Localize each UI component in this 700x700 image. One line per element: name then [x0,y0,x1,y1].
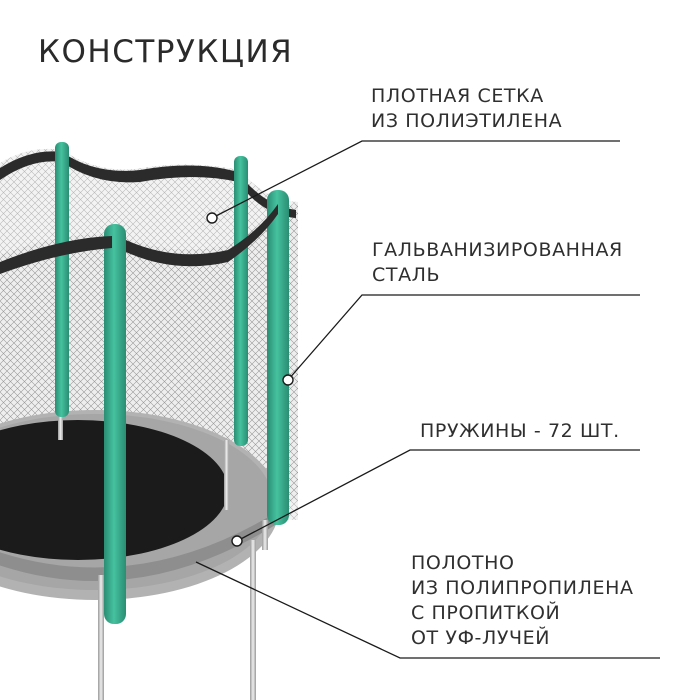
pole-padding [55,142,289,624]
marker-steel [282,374,294,386]
steel-legs [58,400,268,700]
net-top-band-front [0,236,112,274]
leader-springs [236,449,640,542]
pole-rear-2 [234,156,248,446]
callout-mat-line-3: С ПРОПИТКОЙ [411,602,561,624]
trampoline-bed [0,410,280,600]
callout-markers [206,212,294,547]
callout-mat-line-4: ОТ УФ-ЛУЧЕЙ [411,627,551,649]
marker-net [206,212,218,224]
pole-front-2 [267,190,289,525]
leader-lines [195,140,660,659]
leader-mat [195,561,660,659]
net-top-band-rear [0,151,296,218]
callout-net-label: ПЛОТНАЯ СЕТКА ИЗ ПОЛИЭТИЛЕНА [371,84,562,134]
pole-rear-1 [55,142,69,417]
pole-front-1 [104,224,126,624]
callout-net-line-1: ПЛОТНАЯ СЕТКА [371,85,544,107]
callout-steel-line-2: СТАЛЬ [372,264,441,286]
leader-steel [287,294,640,381]
callout-mat-line-2: ИЗ ПОЛИПРОПИЛЕНА [411,577,634,599]
callout-springs-label: ПРУЖИНЫ - 72 ШТ. [420,419,620,444]
marker-springs [231,535,243,547]
callout-net-line-2: ИЗ ПОЛИЭТИЛЕНА [371,110,563,132]
callout-springs-line-1: ПРУЖИНЫ - 72 ШТ. [420,420,620,442]
leader-net [211,140,620,219]
callout-mat-line-1: ПОЛОТНО [411,552,515,574]
callout-steel-line-1: ГАЛЬВАНИЗИРОВАННАЯ [372,239,623,261]
callout-mat-label: ПОЛОТНО ИЗ ПОЛИПРОПИЛЕНА С ПРОПИТКОЙ ОТ … [411,551,634,651]
callout-steel-label: ГАЛЬВАНИЗИРОВАННАЯ СТАЛЬ [372,238,623,288]
page-title: КОНСТРУКЦИЯ [38,34,294,70]
